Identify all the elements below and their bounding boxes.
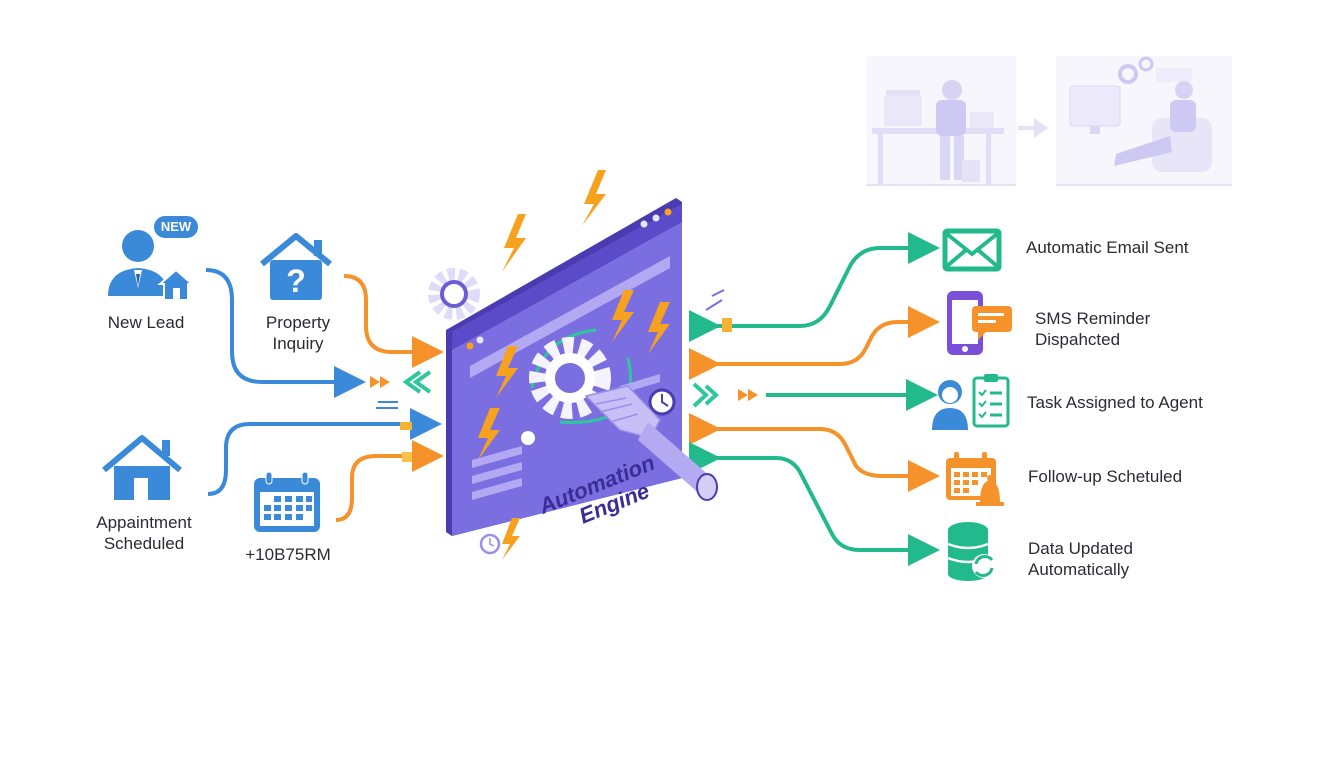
output-sms: SMS Reminder Dispahcted — [944, 288, 1224, 358]
double-arrow-orange-icon — [370, 376, 390, 388]
sms-label: SMS Reminder Dispahcted — [1035, 309, 1151, 349]
output-data: Data Updated Automatically — [946, 520, 1226, 584]
gear-icon — [428, 268, 480, 320]
sms-connector — [689, 306, 940, 380]
input-calendar: +10B75RM — [242, 470, 352, 570]
envelope-icon — [942, 228, 1002, 272]
output-followup: Follow-up Schetuled — [944, 450, 1224, 506]
calendar-connector — [335, 440, 444, 522]
followup-label: Follow-up Schetuled — [1028, 467, 1183, 486]
lightning-bolt-icon — [648, 302, 670, 354]
output-task: Task Assigned to Agent — [928, 372, 1228, 432]
lightning-bolt-icon — [502, 518, 520, 560]
new-lead-label: New Lead — [107, 313, 185, 332]
agent-with-house-icon — [108, 230, 195, 301]
right-arrow-icon — [1018, 118, 1048, 138]
house-icon — [102, 435, 182, 500]
calendar-label: +10B75RM — [245, 545, 331, 564]
data-connector — [689, 442, 940, 566]
stressed-worker-illustration — [866, 56, 1232, 186]
phone-chat-icon — [947, 291, 1012, 355]
agent-checklist-icon — [932, 374, 1010, 430]
input-new-lead: NEW New Lead — [96, 214, 206, 344]
input-appointment: Appaintment Scheduled — [88, 432, 198, 557]
automation-window-icon — [428, 170, 718, 560]
new-lead-connector — [205, 268, 366, 398]
robot-hand-icon — [584, 385, 718, 501]
bell-icon — [976, 480, 1004, 506]
output-email: Automatic Email Sent — [942, 226, 1222, 274]
email-connector — [689, 232, 940, 342]
email-label: Automatic Email Sent — [1026, 238, 1189, 257]
lightning-bolt-icon — [502, 214, 526, 272]
automation-engine: Automation Engine — [420, 160, 718, 580]
property-inquiry-label: Property Inquiry — [265, 313, 331, 353]
input-property-inquiry: ? Property Inquiry — [252, 232, 342, 357]
task-label: Task Assigned to Agent — [1027, 393, 1203, 412]
lightning-bolt-icon — [496, 346, 518, 398]
property-inquiry-connector — [343, 274, 444, 368]
appointment-label: Appaintment Scheduled — [96, 513, 192, 553]
house-question-icon: ? — [260, 233, 332, 300]
new-badge: NEW — [154, 216, 198, 238]
sync-icon — [974, 555, 994, 577]
appointment-connector — [207, 408, 442, 496]
database-sync-icon — [947, 522, 996, 581]
followup-connector — [689, 413, 940, 492]
data-label: Data Updated Automatically — [1028, 539, 1133, 579]
double-chevron-right-green-icon — [692, 382, 719, 408]
svg-text:?: ? — [286, 263, 306, 299]
lightning-bolt-icon — [612, 290, 634, 342]
before-after-illustration — [866, 56, 1232, 188]
calendar-icon — [254, 471, 320, 532]
large-gear-icon — [529, 337, 611, 419]
lightning-bolt-icon — [582, 170, 606, 226]
stopwatch-icon — [479, 533, 501, 555]
double-chevron-green-icon — [402, 370, 432, 394]
lightning-bolt-icon — [478, 408, 500, 460]
double-arrow-right-orange-icon — [738, 389, 758, 401]
calendar-bell-icon — [946, 452, 1004, 506]
